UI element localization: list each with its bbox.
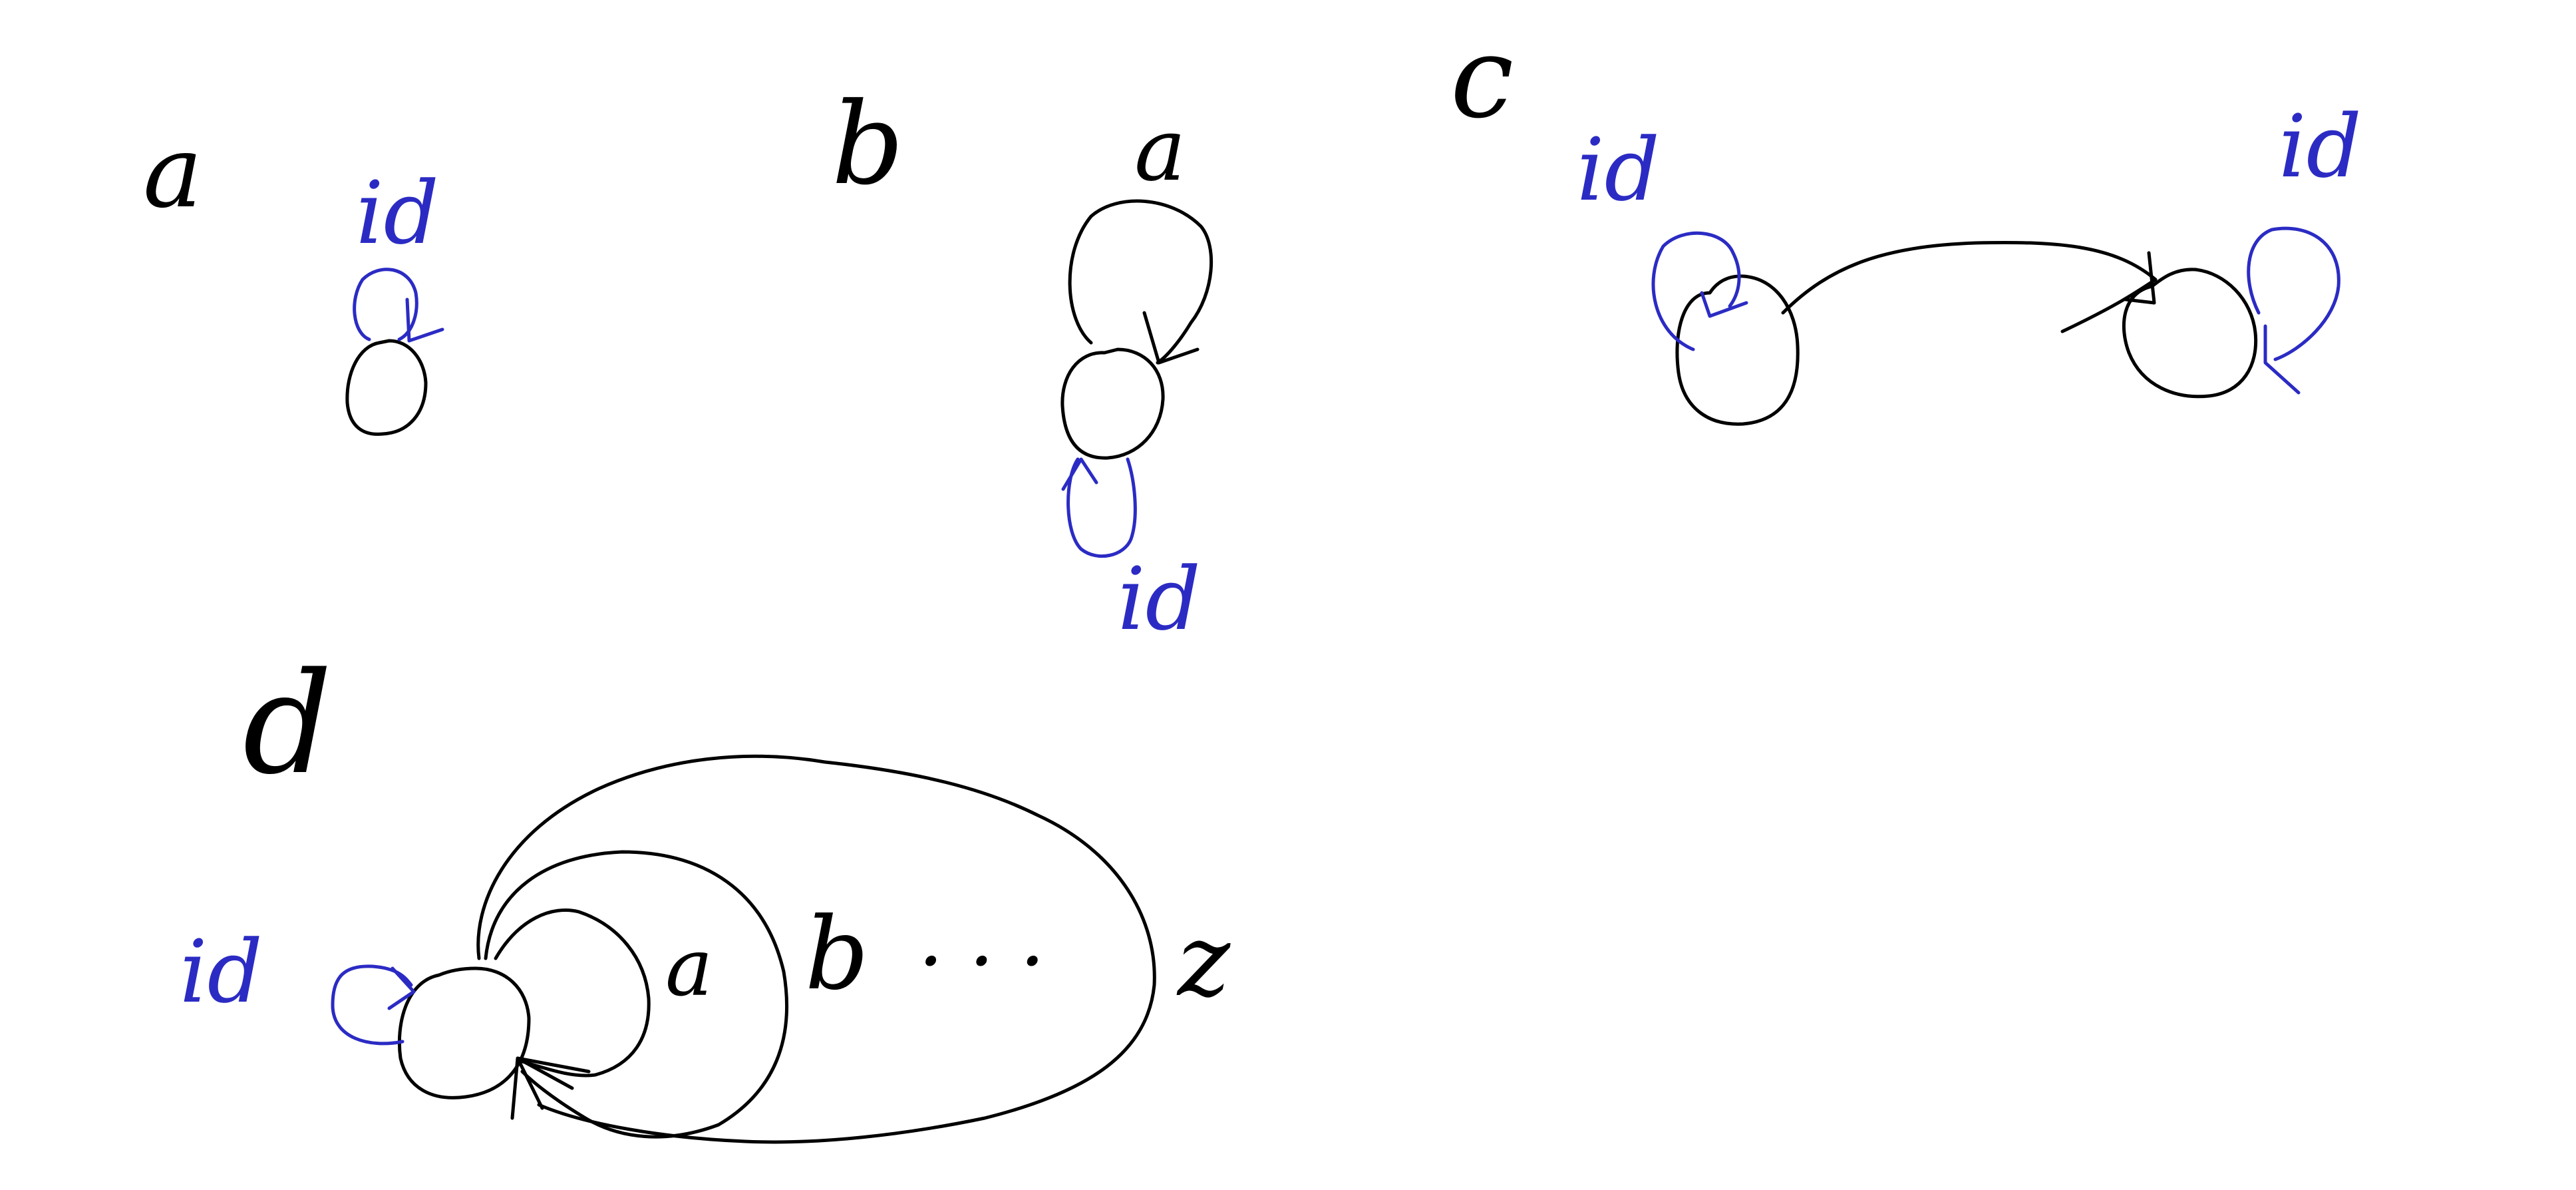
panel-d-edge-label-b: b (805, 896, 869, 1012)
panel-d-loop-z (476, 754, 1156, 1144)
panel-a-node (345, 339, 428, 436)
panel-d-label: d (243, 642, 332, 805)
panel-c: c id id (1450, 12, 2362, 426)
panel-a-id-arrowhead (405, 298, 444, 343)
panel-b-id-arrowhead (1061, 457, 1098, 491)
panel-a-label: a (143, 114, 202, 230)
panel-b-id-label: id (1118, 548, 1201, 650)
panel-c-edge (1781, 240, 2158, 333)
panel-c-edge-arrowhead (2124, 251, 2156, 305)
panel-b-a-label: a (1134, 99, 1186, 200)
panel-d-edge-label-z: z (1176, 903, 1231, 1019)
panel-a: a id (143, 114, 444, 436)
panel-c-right-id-label: id (2279, 96, 2362, 197)
panel-c-left-id-arrowhead (1700, 291, 1748, 318)
panel-d-id-arrowhead (387, 966, 416, 1010)
panel-d-edge-label-a: a (665, 922, 713, 1014)
panel-c-right-node (2122, 268, 2258, 399)
panel-c-right-id-arrowhead (2263, 324, 2301, 395)
panel-c-left-id-loop (1651, 231, 1741, 351)
panel-c-left-node (1675, 274, 1800, 426)
panel-d-loop-a (494, 908, 651, 1078)
panel-d-id-label: id (180, 921, 263, 1022)
panel-b-a-loop (1068, 199, 1213, 365)
panel-d-node (397, 966, 531, 1099)
panel-b-label: b (832, 79, 904, 210)
panel-d-edge-label-ellipsis: . . . (918, 892, 1045, 984)
panel-a-id-label: id (356, 162, 439, 264)
panel-c-right-id-loop (2247, 226, 2340, 361)
panel-b: b a id (832, 79, 1213, 650)
panel-d-loop-b (484, 850, 789, 1139)
panel-b-a-arrowhead (1142, 311, 1200, 365)
panel-c-label: c (1450, 12, 1514, 144)
panel-b-id-loop (1066, 457, 1137, 558)
panel-a-id-loop (353, 268, 418, 341)
panel-c-left-id-label: id (1577, 119, 1660, 220)
panel-b-node (1060, 347, 1165, 460)
panel-d-arrowhead (510, 1056, 591, 1120)
panel-d: d id a b . . . z (180, 642, 1231, 1144)
